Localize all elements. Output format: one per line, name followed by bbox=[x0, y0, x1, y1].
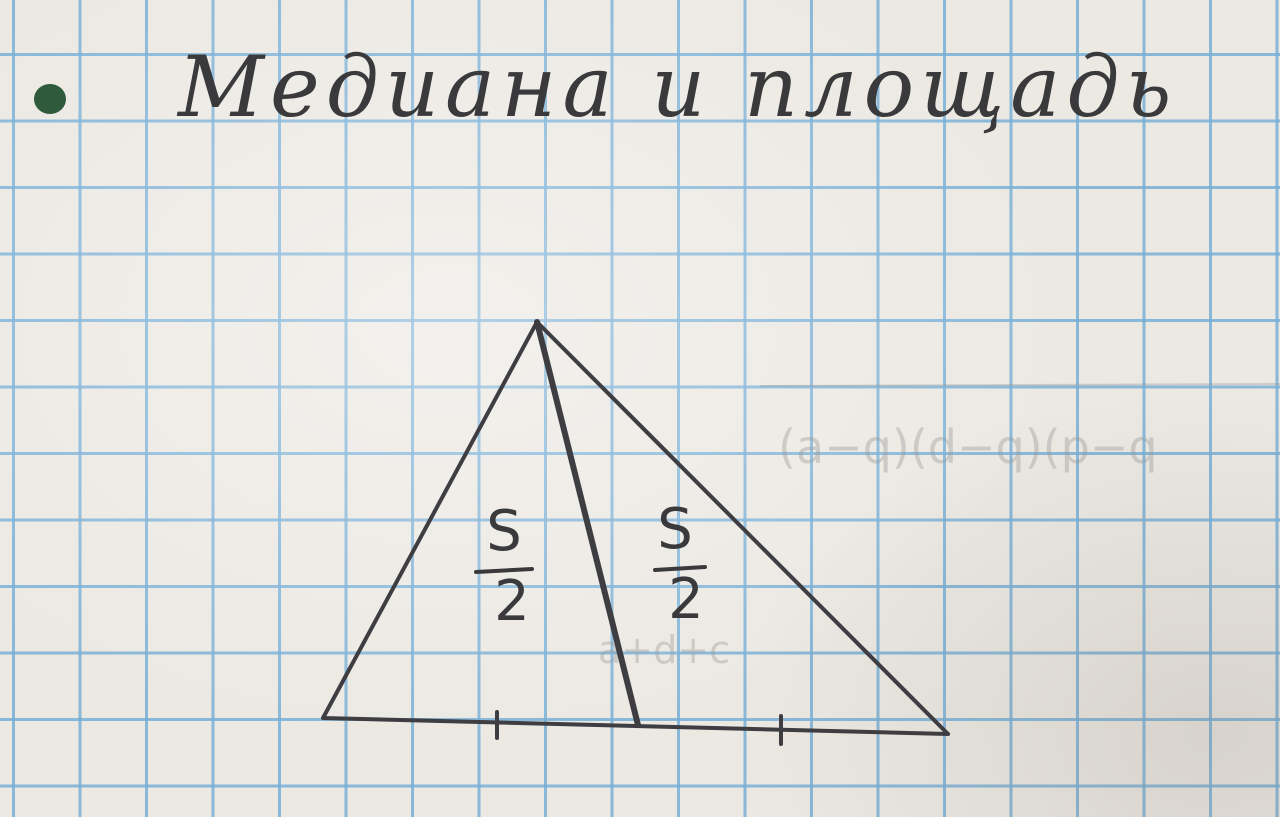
median-line bbox=[534, 319, 641, 728]
right-area-denominator: 2 bbox=[668, 567, 704, 632]
triangle-right-side bbox=[535, 320, 950, 736]
triangle-left-side bbox=[321, 320, 539, 720]
left-area-numerator: S bbox=[486, 499, 522, 564]
left-area-fraction-bar bbox=[474, 567, 534, 574]
bleed-through-line bbox=[759, 383, 1280, 387]
right-area-numerator: S bbox=[657, 497, 693, 562]
left-area-denominator: 2 bbox=[494, 569, 530, 634]
bullet-point bbox=[34, 84, 66, 114]
bleed-through-formula: (a−q)(d−q)(p−q bbox=[778, 420, 1158, 474]
right-area-fraction-bar bbox=[653, 565, 707, 572]
page-heading: Медиана и площадь bbox=[178, 38, 1178, 136]
